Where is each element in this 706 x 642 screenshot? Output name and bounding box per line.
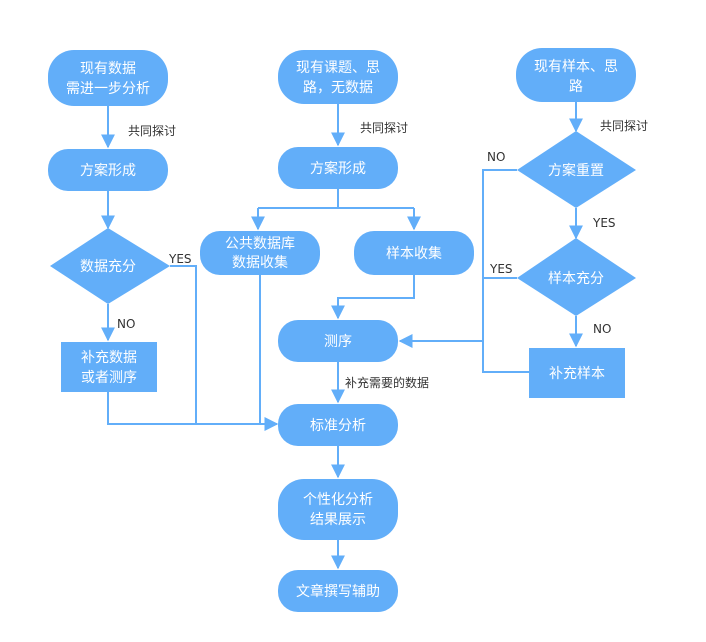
node-right-start: [516, 48, 636, 102]
edge-label-right-discuss: 共同探讨: [600, 119, 648, 133]
edge-right-reset-no: [482, 169, 517, 341]
node-left-supp-line2: 或者测序: [81, 370, 137, 386]
node-left-supp: [61, 342, 157, 392]
node-right-decide-label: 样本充分: [548, 271, 604, 287]
edge-label-right-no: NO: [593, 322, 611, 336]
node-left-start-line1: 现有数据: [80, 61, 136, 77]
node-mid-public-line2: 数据收集: [232, 254, 288, 271]
edge-label-right-yes-mid: YES: [489, 262, 513, 276]
edge-left-decide-yes: [170, 265, 197, 424]
node-left-decide-label: 数据充分: [80, 259, 136, 275]
edge-sample-to-seq: [331, 275, 415, 320]
node-mid-start-line2: 路，无数据: [303, 80, 373, 96]
node-mid-custom-line2: 结果展示: [310, 512, 366, 528]
edge-label-right-yes: YES: [592, 216, 616, 230]
node-mid-sample-label: 样本收集: [386, 245, 442, 262]
node-mid-plan: [278, 147, 398, 189]
node-mid-writing: [278, 570, 398, 612]
edge-left-supp-to-std: [107, 392, 279, 431]
node-mid-plan-label: 方案形成: [310, 160, 366, 177]
node-right-reset: [517, 131, 636, 208]
node-right-supp: [529, 348, 625, 398]
node-left-plan: [48, 149, 168, 191]
node-left-start-line2: 需进一步分析: [66, 81, 150, 97]
node-mid-start-line1: 现有课题、思: [296, 60, 380, 76]
node-mid-custom: [278, 479, 398, 540]
node-mid-std: [278, 404, 398, 446]
node-mid-start: [278, 50, 398, 104]
edge-label-mid-discuss: 共同探讨: [360, 121, 408, 135]
node-mid-sample: [354, 231, 474, 275]
node-left-decide: [50, 228, 170, 304]
node-mid-std-label: 标准分析: [310, 418, 366, 434]
node-right-decide: [517, 238, 636, 316]
node-right-start-line2: 路: [569, 79, 583, 95]
node-mid-public-line1: 公共数据库: [225, 236, 295, 252]
edge-label-left-yes: YES: [168, 252, 192, 266]
node-mid-public: [200, 231, 320, 275]
edge-right-supp-back: [482, 341, 529, 373]
node-left-plan-label: 方案形成: [80, 162, 136, 179]
node-mid-custom-line1: 个性化分析: [303, 492, 373, 508]
edge-label-mid-supplement: 补充需要的数据: [345, 375, 429, 390]
node-left-start: [48, 50, 168, 106]
node-mid-writing-label: 文章撰写辅助: [296, 583, 380, 600]
node-right-reset-label: 方案重置: [548, 162, 604, 179]
edge-label-left-discuss: 共同探讨: [128, 124, 176, 138]
node-mid-seq: [278, 320, 398, 362]
edge-label-left-no: NO: [117, 317, 135, 331]
edge-label-right-no-top: NO: [487, 150, 505, 164]
node-left-supp-line1: 补充数据: [81, 350, 137, 366]
node-right-start-line1: 现有样本、思: [534, 59, 618, 75]
node-mid-seq-label: 测序: [324, 334, 352, 350]
node-right-supp-label: 补充样本: [549, 366, 605, 382]
